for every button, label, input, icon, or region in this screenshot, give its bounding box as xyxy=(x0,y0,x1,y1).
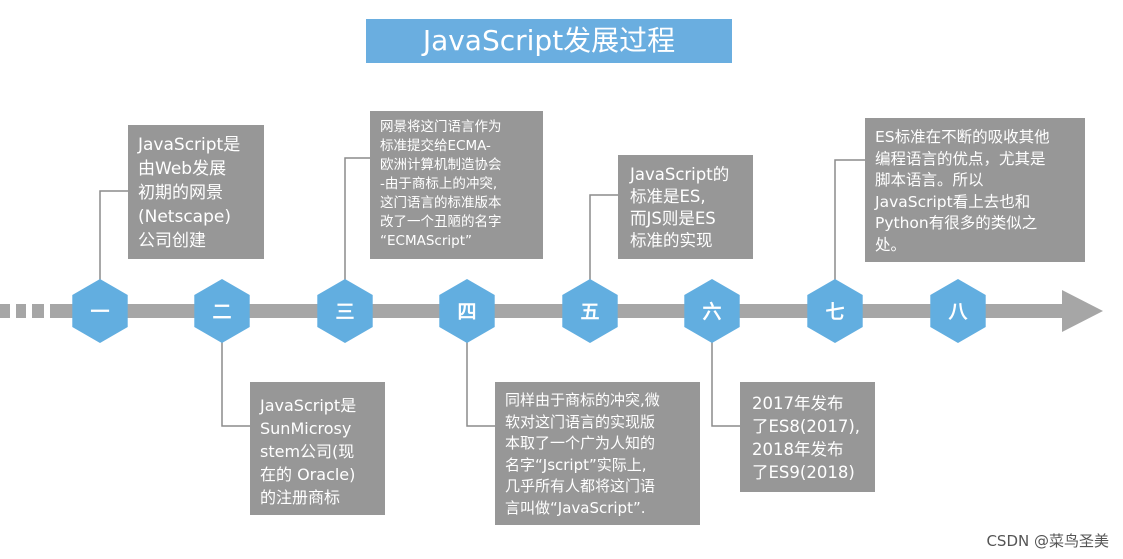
stage-4-label: 四 xyxy=(457,301,476,323)
stage-1-label: 一 xyxy=(90,301,109,323)
timeline-dash-1 xyxy=(0,304,10,318)
stage-8-label: 八 xyxy=(948,301,968,323)
stage-4-card: 同样由于商标的冲突,微 软对这门语言的实现版 本取了一个广为人知的 名字“Jsc… xyxy=(495,382,700,525)
timeline-dash-4 xyxy=(50,304,66,318)
connector-stage-4 xyxy=(466,339,495,427)
stage-6-text: 2017年发布 了ES8(2017), 2018年发布 了ES9(2018) xyxy=(752,394,861,482)
stage-7-card: ES标准在不断的吸收其他 编程语言的优点，尤其是 脚本语言。所以 JavaScr… xyxy=(865,118,1085,262)
stage-2-text: JavaScript是 SunMicrosy stem公司(现 在的 Oracl… xyxy=(260,396,357,507)
stage-6-label: 六 xyxy=(702,300,721,323)
connector-stage-6 xyxy=(711,339,740,427)
connector-stage-2 xyxy=(221,339,250,427)
timeline-arrow-head xyxy=(1062,290,1103,332)
stage-2-hexagon xyxy=(194,279,250,343)
stage-1-card: JavaScript是 由Web发展 初期的网景 (Netscape) 公司创建 xyxy=(128,125,264,259)
stage-6-hexagon xyxy=(684,279,740,343)
stage-2-card: JavaScript是 SunMicrosy stem公司(现 在的 Oracl… xyxy=(250,382,385,515)
stage-7-label: 七 xyxy=(825,301,844,323)
stage-2-label: 二 xyxy=(212,301,231,323)
stage-7-text: ES标准在不断的吸收其他 编程语言的优点，尤其是 脚本语言。所以 JavaScr… xyxy=(875,128,1050,254)
stage-6-card: 2017年发布 了ES8(2017), 2018年发布 了ES9(2018) xyxy=(740,382,875,492)
timeline-dash-3 xyxy=(32,304,44,318)
stage-5-hexagon xyxy=(562,279,618,343)
stage-1-text: JavaScript是 由Web发展 初期的网景 (Netscape) 公司创建 xyxy=(138,135,241,251)
watermark: CSDN @菜鸟圣美 xyxy=(986,532,1109,550)
connector-stage-7 xyxy=(834,159,865,283)
stage-1-hexagon xyxy=(72,279,128,343)
stage-3-hexagon xyxy=(317,279,373,343)
connector-stage-1 xyxy=(99,190,128,283)
stage-4-hexagon xyxy=(439,279,495,343)
stage-5-label: 五 xyxy=(580,301,599,323)
timeline-dash-2 xyxy=(16,304,26,318)
stage-5-card: JavaScript的 标准是ES, 而JS则是ES 标准的实现 xyxy=(618,155,753,259)
stage-7-hexagon xyxy=(807,279,863,343)
stage-3-label: 三 xyxy=(335,301,354,323)
stage-8-hexagon xyxy=(930,279,986,343)
stage-5-text: JavaScript的 标准是ES, 而JS则是ES 标准的实现 xyxy=(630,165,730,250)
connector-stage-5 xyxy=(589,194,618,283)
stage-3-card: 网景将这门语言作为 标准提交给ECMA- 欧洲计算机制造协会 -由于商标上的冲突… xyxy=(370,111,543,259)
stage-4-text: 同样由于商标的冲突,微 软对这门语言的实现版 本取了一个广为人知的 名字“Jsc… xyxy=(505,391,660,517)
diagram-title: JavaScript发展过程 xyxy=(366,19,732,63)
stage-3-text: 网景将这门语言作为 标准提交给ECMA- 欧洲计算机制造协会 -由于商标上的冲突… xyxy=(380,119,502,249)
connector-stage-3 xyxy=(344,157,370,283)
